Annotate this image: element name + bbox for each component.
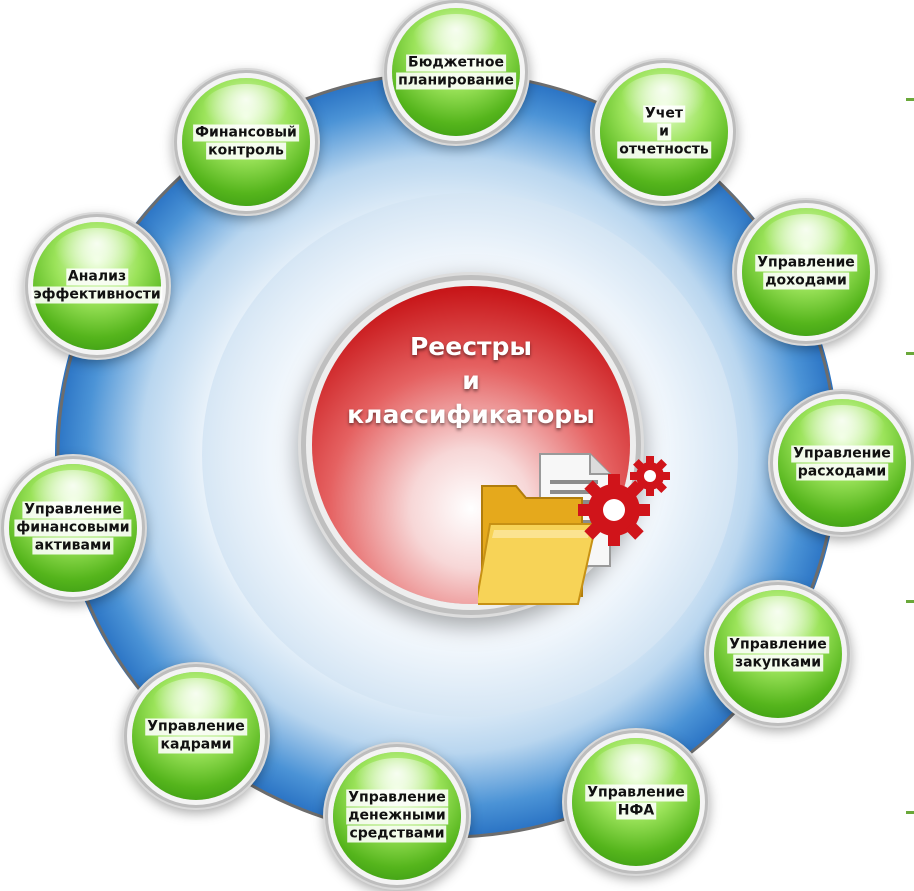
node-label-line: закупками — [732, 654, 824, 672]
node-label-line: Управление — [22, 501, 124, 519]
gear-icon — [630, 456, 670, 496]
node-financial-assets-management[interactable]: Управление финансовыми активами — [9, 464, 137, 592]
node-label-line: Управление — [346, 789, 448, 807]
node-label-line: активами — [32, 537, 114, 555]
node-label: Управление НФА — [585, 784, 687, 820]
gear-icon — [578, 474, 650, 546]
node-label: Управление доходами — [755, 254, 857, 290]
node-label: Учет и отчетность — [617, 105, 711, 159]
node-budget-planning[interactable]: Бюджетное планирование — [392, 8, 520, 136]
node-label-line: Управление — [145, 718, 247, 736]
node-label-line: денежными — [346, 807, 448, 825]
node-label-line: отчетность — [617, 141, 711, 159]
node-label: Управление финансовыми активами — [14, 501, 132, 555]
node-efficiency-analysis[interactable]: Анализ эффективности — [31, 222, 163, 350]
node-label-line: Управление — [755, 254, 857, 272]
node-label-line: средствами — [347, 825, 447, 843]
node-label-line: расходами — [795, 463, 889, 481]
node-label-line: доходами — [763, 272, 849, 290]
node-revenue-management[interactable]: Управление доходами — [742, 208, 870, 336]
node-label-line: финансовыми — [14, 519, 132, 537]
edge-divider-line — [906, 811, 914, 814]
node-label: Управление денежными средствами — [346, 789, 448, 843]
node-cash-management[interactable]: Управление денежными средствами — [333, 752, 461, 880]
node-label: Управление расходами — [791, 445, 893, 481]
center-title: Реестры и классификаторы — [347, 330, 595, 432]
node-financial-control[interactable]: Финансовый контроль — [182, 78, 310, 206]
folder-gears-icon — [478, 453, 670, 605]
node-label-line: планирование — [396, 72, 516, 90]
edge-divider-line — [906, 352, 914, 355]
node-label-line: Управление — [727, 636, 829, 654]
node-label-line: и — [657, 123, 671, 141]
node-label-line: контроль — [206, 142, 286, 160]
node-label-line: Управление — [791, 445, 893, 463]
node-label-line: Анализ — [65, 268, 129, 286]
node-nfa-management[interactable]: Управление НФА — [572, 738, 700, 866]
node-label-line: эффективности — [31, 286, 163, 304]
node-label-line: НФА — [615, 802, 657, 820]
node-label-line: Финансовый — [193, 124, 299, 142]
node-accounting-reporting[interactable]: Учет и отчетность — [600, 68, 728, 196]
node-label-line: кадрами — [158, 736, 234, 754]
node-label-line: Бюджетное — [406, 54, 506, 72]
node-hr-management[interactable]: Управление кадрами — [132, 672, 260, 800]
center-title-line: классификаторы — [347, 400, 595, 429]
node-procurement-management[interactable]: Управление закупками — [714, 590, 842, 718]
center-title-line: Реестры — [409, 332, 533, 361]
edge-divider-line — [906, 98, 914, 101]
node-label: Управление кадрами — [145, 718, 247, 754]
center-registries-node[interactable]: Реестры и классификаторы — [312, 286, 630, 604]
center-title-line: и — [462, 366, 480, 395]
node-label-line: Управление — [585, 784, 687, 802]
node-label-line: Учет — [642, 105, 686, 123]
node-label: Финансовый контроль — [193, 124, 299, 160]
edge-divider-line — [906, 600, 914, 603]
node-label: Управление закупками — [727, 636, 829, 672]
folder-icon — [478, 485, 598, 605]
node-label: Анализ эффективности — [31, 268, 163, 304]
node-expense-management[interactable]: Управление расходами — [778, 399, 906, 527]
node-label: Бюджетное планирование — [396, 54, 516, 90]
